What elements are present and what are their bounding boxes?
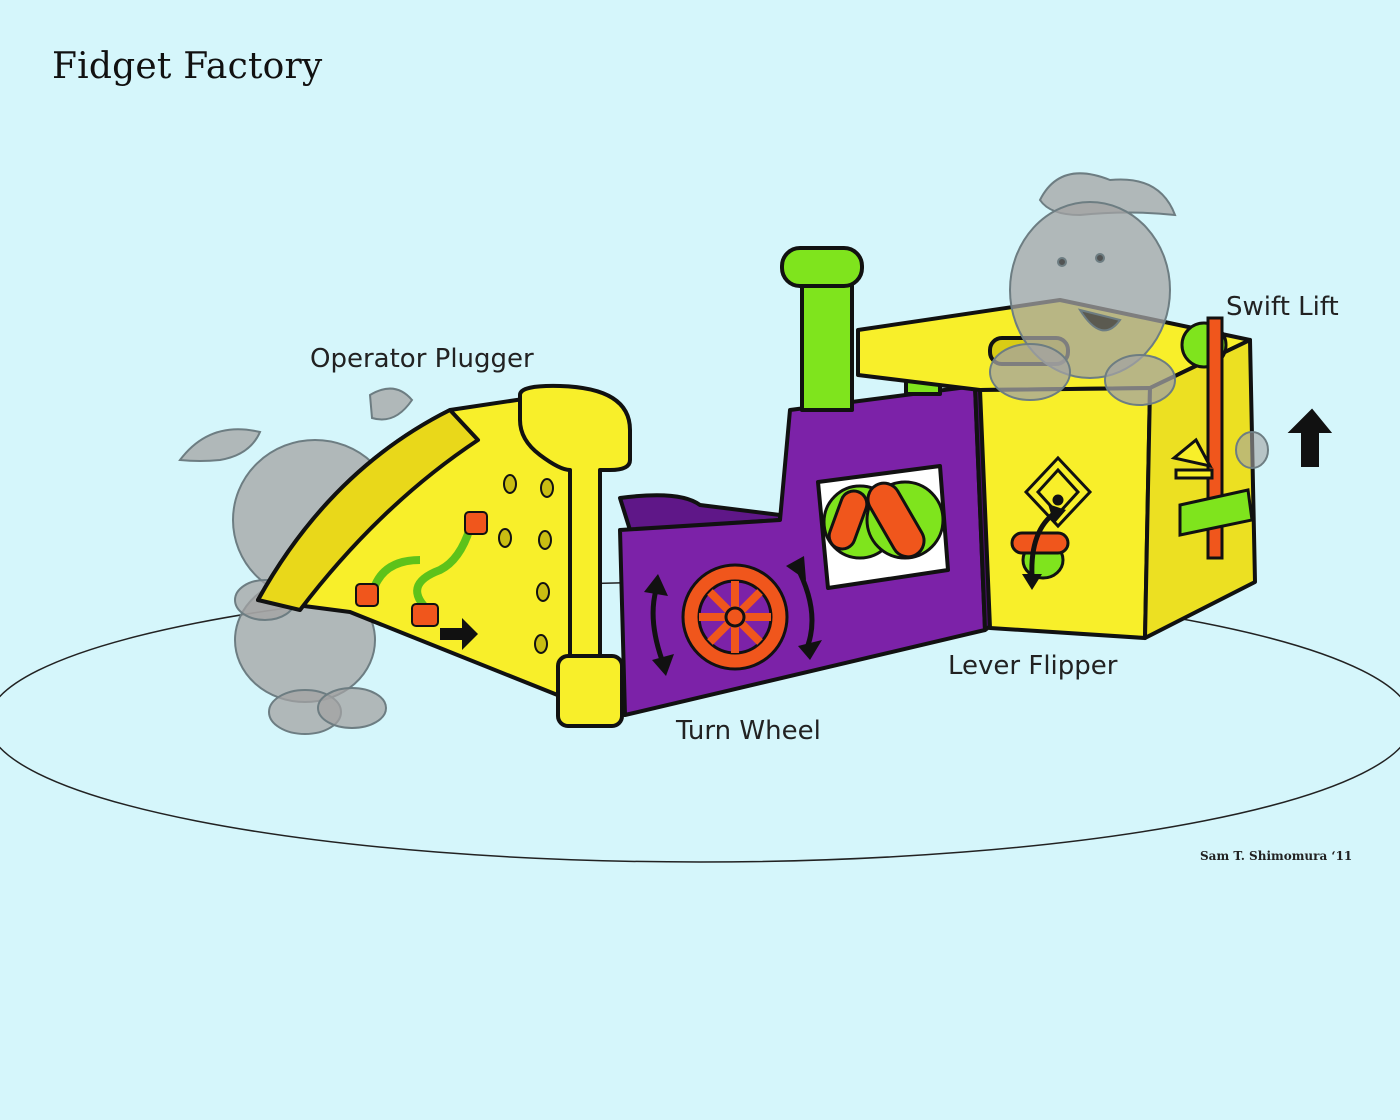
small-sketch-figure — [1235, 431, 1269, 469]
callout-lever-flipper: Lever Flipper — [948, 651, 1118, 681]
plugger-arrow-icon — [440, 618, 478, 650]
swift-lift-mechanism — [1170, 316, 1254, 560]
callout-operator-plugger: Operator Plugger — [310, 344, 534, 374]
operator-plugger-panel — [256, 383, 632, 728]
callout-swift-lift: Swift Lift — [1226, 292, 1339, 322]
page-title: Fidget Factory — [52, 46, 323, 87]
lever-arrows-icon — [1029, 509, 1058, 577]
turn-wheel-panel — [618, 378, 994, 717]
callout-turn-wheel: Turn Wheel — [676, 716, 821, 746]
artist-credit: Sam T. Shimomura ‘11 — [1200, 849, 1353, 863]
arrowheads — [644, 556, 822, 676]
steering-wheel-icon — [681, 563, 789, 671]
crank-in-window — [822, 480, 945, 560]
up-arrow-icon — [1287, 408, 1333, 467]
child-sketch-right — [989, 172, 1177, 406]
